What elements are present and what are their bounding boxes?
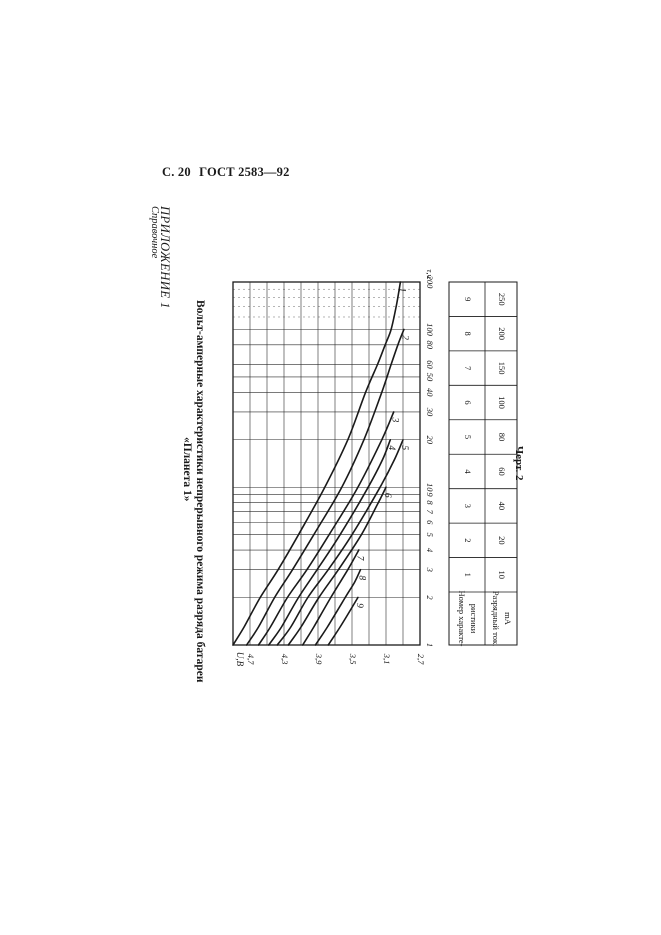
table-cell: 60: [497, 467, 507, 476]
table-header-cell: ристики: [469, 604, 479, 634]
series-line-3: [257, 411, 395, 646]
chart-labels: 123456789102030405060801002002,73,13,53,…: [235, 269, 435, 666]
table-header-cell: mA: [503, 612, 513, 626]
x-tick-label: 7: [425, 510, 435, 515]
page-number: С. 20: [162, 165, 191, 179]
x-tick-label: 20: [425, 436, 435, 445]
x-tick-label: 1: [425, 643, 435, 647]
x-tick-label: 6: [425, 520, 435, 525]
table-cell: 8: [463, 332, 473, 336]
x-tick-label: 5: [425, 533, 435, 537]
x-tick-label: 2: [425, 595, 435, 600]
series-line-5: [276, 439, 404, 646]
series-line-9: [327, 596, 359, 646]
x-tick-label: 80: [425, 341, 435, 350]
table-cell: 250: [497, 293, 507, 306]
x-tick-label: 50: [425, 373, 435, 382]
series-line-8: [314, 568, 362, 646]
series-label-4: 4: [386, 445, 396, 450]
plot-frame: [232, 281, 421, 646]
series-label-7: 7: [355, 556, 365, 562]
page-header: С. 20 ГОСТ 2583—92: [162, 165, 295, 180]
table-cell: 4: [463, 469, 473, 474]
data-table: Номер характе-ристики 1 2 3 4 5 6 7 8 9Разрядный …: [448, 281, 518, 647]
y-axis-label: U,В: [235, 652, 245, 667]
table-cell: 1: [463, 573, 473, 577]
table-header-cell: Номер характе-: [457, 590, 467, 646]
table-frame: [448, 281, 518, 646]
series-label-1: 1: [396, 288, 406, 293]
x-tick-label: 60: [425, 360, 435, 369]
table-cell: 10: [497, 571, 507, 580]
table-cell: 40: [497, 502, 507, 511]
y-tick-label: 2,7: [416, 654, 426, 665]
series-label-9: 9: [354, 603, 364, 608]
table-cell: 3: [463, 504, 473, 508]
series-line-4: [267, 439, 392, 646]
series-line-7: [301, 549, 360, 646]
x-tick-label: 200: [425, 276, 435, 290]
table-header-cell: Разрядный ток,: [491, 591, 501, 646]
series-label-5: 5: [399, 445, 409, 450]
table-cell: 6: [463, 400, 473, 404]
y-tick-label: 3,9: [314, 653, 324, 665]
series-line-2: [245, 328, 405, 646]
table-cell: 7: [463, 366, 473, 370]
x-tick-label: 100: [425, 323, 435, 337]
series-label-3: 3: [389, 417, 399, 423]
table-cell: 5: [463, 435, 473, 439]
series-line-1: [232, 281, 402, 646]
table-cell: 100: [497, 396, 507, 409]
table-cell: 9: [463, 297, 473, 301]
x-axis-label: τ,ч: [425, 269, 435, 278]
x-tick-label: 8: [425, 500, 435, 505]
x-tick-label: 9: [425, 492, 435, 497]
x-tick-label: 10: [425, 483, 435, 492]
y-tick-label: 3,1: [382, 653, 392, 665]
x-tick-label: 4: [425, 548, 435, 553]
table-cell: 20: [497, 536, 507, 545]
chart-series: [232, 281, 405, 646]
x-tick-label: 30: [425, 407, 435, 417]
table-cell: 2: [463, 538, 473, 542]
table-cell: 80: [497, 433, 507, 442]
table-cell: 200: [497, 327, 507, 340]
y-tick-label: 4,3: [280, 654, 290, 665]
series-label-8: 8: [356, 575, 366, 580]
y-tick-label: 4,7: [246, 654, 256, 665]
series-label-2: 2: [400, 335, 410, 340]
table-cell: 150: [497, 362, 507, 375]
standard-number: ГОСТ 2583—92: [199, 165, 290, 179]
y-tick-label: 3,5: [348, 653, 358, 665]
series-line-6: [287, 486, 387, 646]
series-label-6: 6: [382, 493, 392, 498]
x-tick-label: 3: [425, 567, 435, 572]
x-tick-label: 40: [425, 388, 435, 397]
